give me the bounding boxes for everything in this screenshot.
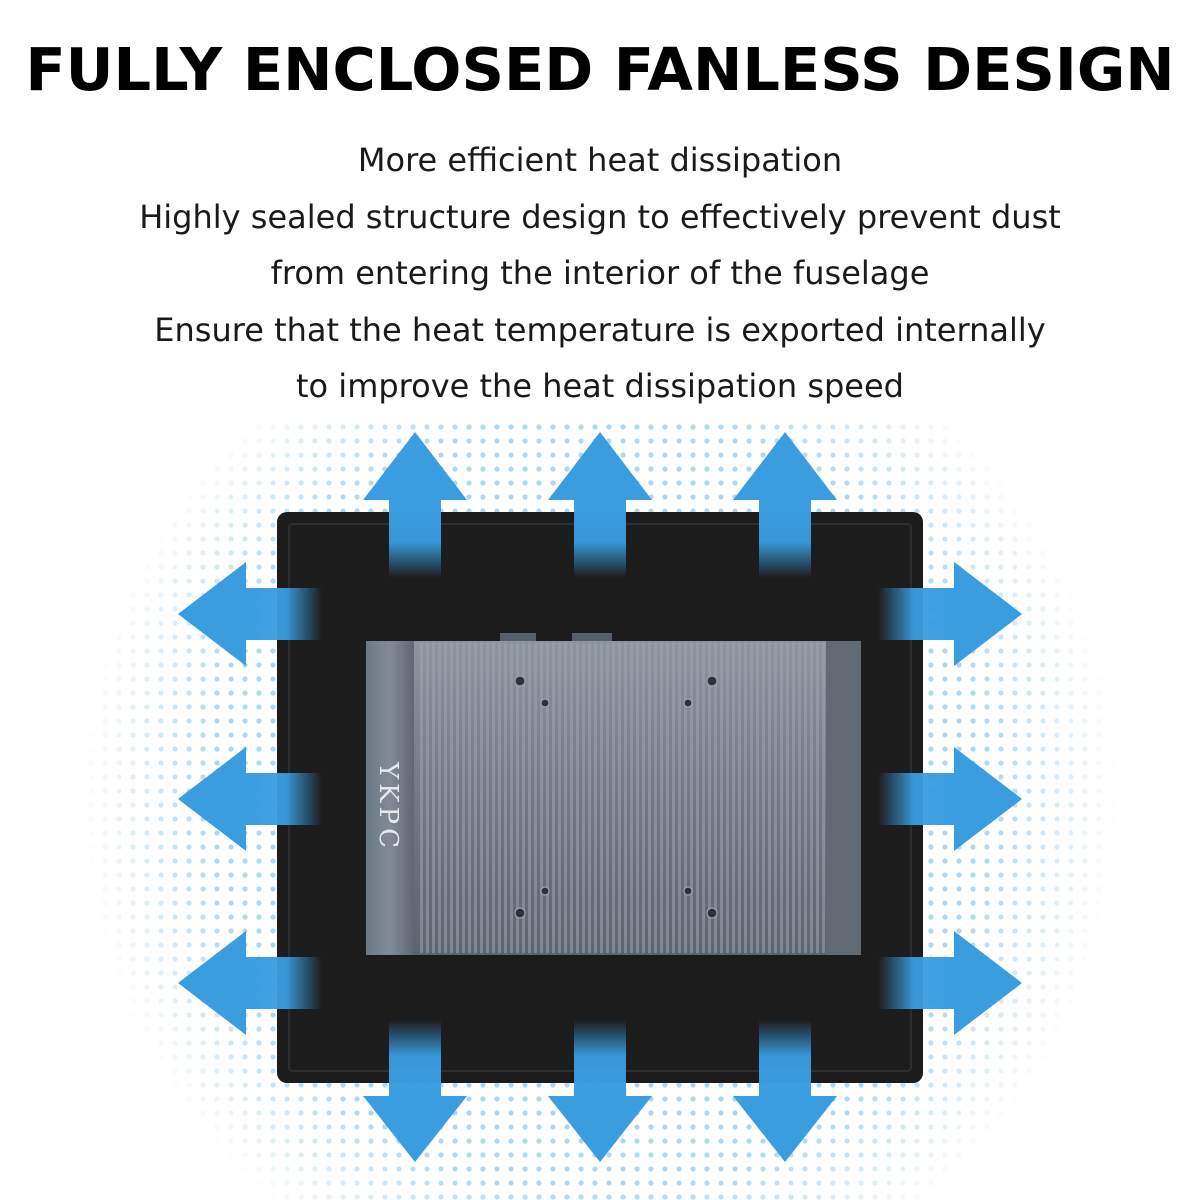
heatsink-fin <box>612 643 615 953</box>
heatsink-fin <box>582 643 585 953</box>
heatsink-fin <box>684 643 687 953</box>
heatsink-fin <box>696 643 699 953</box>
heatsink-fin <box>774 643 777 953</box>
heatsink-fin <box>564 643 567 953</box>
brand-label-text: YKPC <box>373 762 404 852</box>
heatsink-fin <box>720 643 723 953</box>
heatsink-fin <box>744 643 747 953</box>
heatsink-fin <box>432 643 435 953</box>
description-line: from entering the interior of the fusela… <box>270 254 930 292</box>
heat-arrow-right-icon <box>878 747 1022 851</box>
heatsink-fin <box>522 643 525 953</box>
mounting-screws <box>514 675 718 919</box>
heat-arrow-left-icon <box>178 562 322 666</box>
heatsink-fin <box>714 643 717 953</box>
heatsink-fin <box>630 643 633 953</box>
heatsink-fin <box>606 643 609 953</box>
heatsink-fin <box>534 643 537 953</box>
heatsink-fin <box>498 643 501 953</box>
heatsink-fin <box>822 643 825 953</box>
description-line: to improve the heat dissipation speed <box>296 367 904 405</box>
heatsink-fin <box>546 643 549 953</box>
heatsink-fin <box>462 643 465 953</box>
heatsink-fin <box>792 643 795 953</box>
page-headline: FULLY ENCLOSED FANLESS DESIGN <box>25 35 1175 104</box>
heatsink-fin <box>750 643 753 953</box>
heatsink-fin <box>576 643 579 953</box>
heatsink-fin <box>642 643 645 953</box>
heat-flow-arrows <box>178 432 1022 1162</box>
heatsink-fin <box>702 643 705 953</box>
heatsink-fin <box>726 643 729 953</box>
heatsink-fin <box>510 643 513 953</box>
heatsink-fin <box>450 643 453 953</box>
heatsink-fin <box>816 643 819 953</box>
heatsink-fin <box>708 643 711 953</box>
heatsink-fin <box>480 643 483 953</box>
heatsink-fin <box>786 643 789 953</box>
heat-arrow-right-icon <box>878 562 1022 666</box>
heat-arrow-up-icon <box>363 432 467 578</box>
heat-arrow-down-icon <box>733 1020 837 1162</box>
description: More efficient heat dissipation Highly s… <box>0 132 1200 415</box>
heatsink-fin <box>798 643 801 953</box>
heatsink-fin <box>690 643 693 953</box>
brand-label: YKPC <box>366 752 410 862</box>
heatsink-fin <box>558 643 561 953</box>
heatsink-fin <box>624 643 627 953</box>
heatsink-fin <box>468 643 471 953</box>
heatsink-fin <box>438 643 441 953</box>
heat-arrow-up-icon <box>548 432 652 578</box>
heatsink-fin <box>636 643 639 953</box>
heat-arrow-down-icon <box>363 1020 467 1162</box>
heatsink-fin <box>552 643 555 953</box>
description-line: More efficient heat dissipation <box>357 141 843 179</box>
heatsink-fin <box>588 643 591 953</box>
heatsink-fin <box>444 643 447 953</box>
heatsink-fin <box>600 643 603 953</box>
heatsink-fin <box>768 643 771 953</box>
heatsink-fin <box>762 643 765 953</box>
heat-arrow-left-icon <box>178 747 322 851</box>
heatsink-module <box>366 633 861 955</box>
description-line: Ensure that the heat temperature is expo… <box>154 310 1046 349</box>
heatsink-fin <box>504 643 507 953</box>
heatsink-fin <box>594 643 597 953</box>
heat-arrow-left-icon <box>178 931 322 1035</box>
heatsink-fin <box>756 643 759 953</box>
heatsink-fin <box>426 643 429 953</box>
heatsink-fin <box>456 643 459 953</box>
heatsink-fin <box>654 643 657 953</box>
heatsink-fins <box>420 643 825 953</box>
heatsink-fin <box>516 643 519 953</box>
heatsink-fin <box>738 643 741 953</box>
description-line: Highly sealed structure design to effect… <box>139 197 1061 236</box>
heatsink-fin <box>678 643 681 953</box>
heatsink-fin <box>474 643 477 953</box>
heatsink-fin <box>486 643 489 953</box>
heatsink-fin <box>804 643 807 953</box>
heatsink-fin <box>732 643 735 953</box>
heatsink-fin <box>666 643 669 953</box>
heat-arrow-right-icon <box>878 931 1022 1035</box>
heatsink-fin <box>420 643 423 953</box>
heat-arrow-up-icon <box>733 432 837 578</box>
heat-arrow-down-icon <box>548 1020 652 1162</box>
heatsink-fin <box>780 643 783 953</box>
heatsink-fin <box>540 643 543 953</box>
heatsink-fin <box>528 643 531 953</box>
heatsink-left-cap <box>366 641 414 955</box>
heatsink-right-cap <box>826 641 861 955</box>
heatsink-fin <box>618 643 621 953</box>
heatsink-fin <box>648 643 651 953</box>
heatsink-fin <box>810 643 813 953</box>
heatsink-fin <box>492 643 495 953</box>
heatsink-fin <box>570 643 573 953</box>
heatsink-fin <box>672 643 675 953</box>
heatsink-fin <box>660 643 663 953</box>
